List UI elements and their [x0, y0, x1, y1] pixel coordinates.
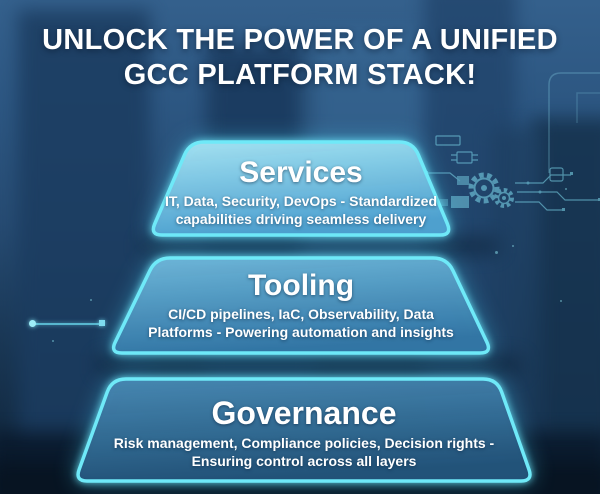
particle-dot — [495, 251, 498, 254]
particle-dot — [90, 299, 92, 301]
page-title-line2: GCC PLATFORM STACK! — [123, 59, 477, 91]
tooling-trapezoid-shape — [111, 256, 491, 355]
tooling-description: CI/CD pipelines, IaC, Observability, Dat… — [148, 306, 454, 340]
page-title-line1: UNLOCK THE POWER OF A UNIFIED — [42, 24, 558, 56]
node-connector-line — [33, 323, 103, 325]
pyramid-layer-tooling: Tooling CI/CD pipelines, IaC, Observabil… — [110, 258, 492, 341]
node-connector-dot-icon — [29, 320, 36, 327]
pyramid-layer-governance: Governance Risk management, Compliance p… — [75, 379, 533, 470]
services-heading: Services — [239, 156, 363, 189]
particle-dot — [52, 340, 54, 342]
node-connector-square-icon — [99, 320, 105, 326]
governance-description: Risk management, Compliance policies, De… — [113, 435, 495, 469]
services-trapezoid-shape — [151, 140, 451, 237]
particle-dot — [565, 188, 567, 190]
building-silhouette — [532, 118, 600, 494]
circuit-gears-icon — [424, 135, 600, 211]
particle-dot — [512, 245, 514, 247]
circuit-trace-icon — [548, 72, 600, 173]
governance-trapezoid-shape — [76, 377, 532, 483]
pyramid-layer-services: Services IT, Data, Security, DevOps - St… — [150, 142, 452, 228]
tooling-heading: Tooling — [247, 269, 355, 302]
services-description: IT, Data, Security, DevOps - Standardize… — [164, 193, 438, 227]
background-shadow-band — [142, 238, 498, 254]
governance-heading: Governance — [211, 395, 397, 431]
particle-dot — [560, 300, 562, 302]
background-shadow-band — [98, 356, 522, 374]
page-title: UNLOCK THE POWER OF A UNIFIED GCC PLATFO… — [0, 23, 600, 93]
